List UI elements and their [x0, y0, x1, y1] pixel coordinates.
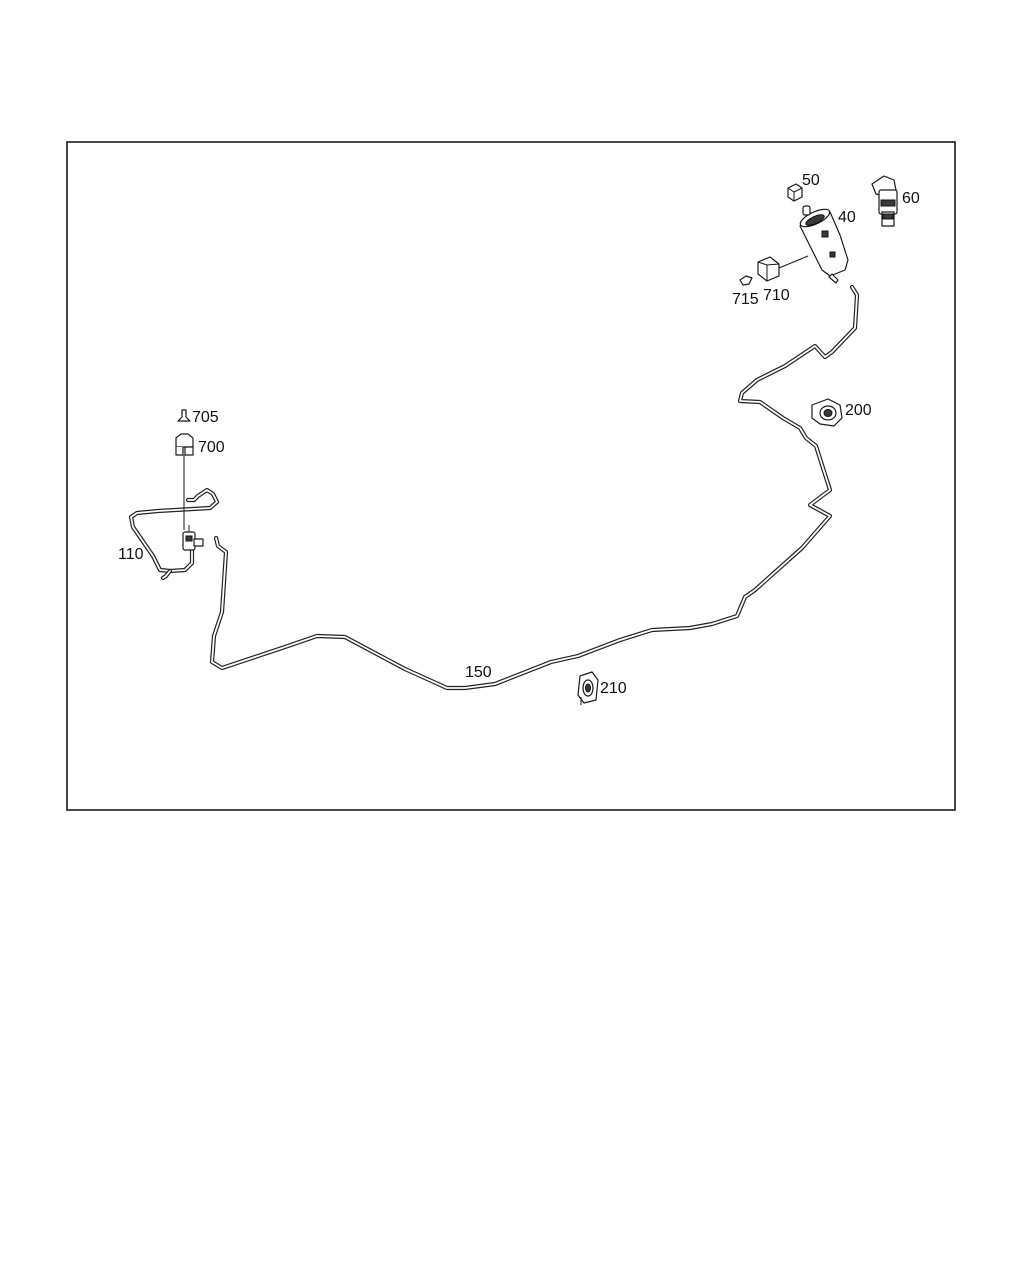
callout-210: 210 [600, 680, 627, 697]
line-connector[interactable] [182, 525, 204, 551]
cap-50[interactable] [787, 183, 803, 202]
callout-705: 705 [192, 409, 219, 426]
plug-705[interactable] [177, 409, 191, 422]
line-150[interactable] [209, 284, 860, 691]
callout-700: 700 [198, 439, 225, 456]
callout-200: 200 [845, 402, 872, 419]
callout-715: 715 [732, 291, 759, 308]
callout-710: 710 [763, 287, 790, 304]
bracket-710[interactable] [757, 255, 809, 282]
diagram-frame [66, 141, 956, 811]
callout-150: 150 [465, 664, 492, 681]
cap-700[interactable] [175, 433, 194, 530]
clip-200[interactable] [811, 398, 843, 427]
callout-40: 40 [838, 209, 856, 226]
line-110[interactable] [128, 487, 220, 581]
pump-60[interactable] [871, 175, 898, 227]
clip-210[interactable] [577, 671, 599, 705]
callout-60: 60 [902, 190, 920, 207]
callout-110: 110 [118, 546, 144, 563]
callout-50: 50 [802, 172, 820, 189]
pump-40[interactable] [798, 205, 849, 284]
pin-715[interactable] [739, 275, 753, 286]
